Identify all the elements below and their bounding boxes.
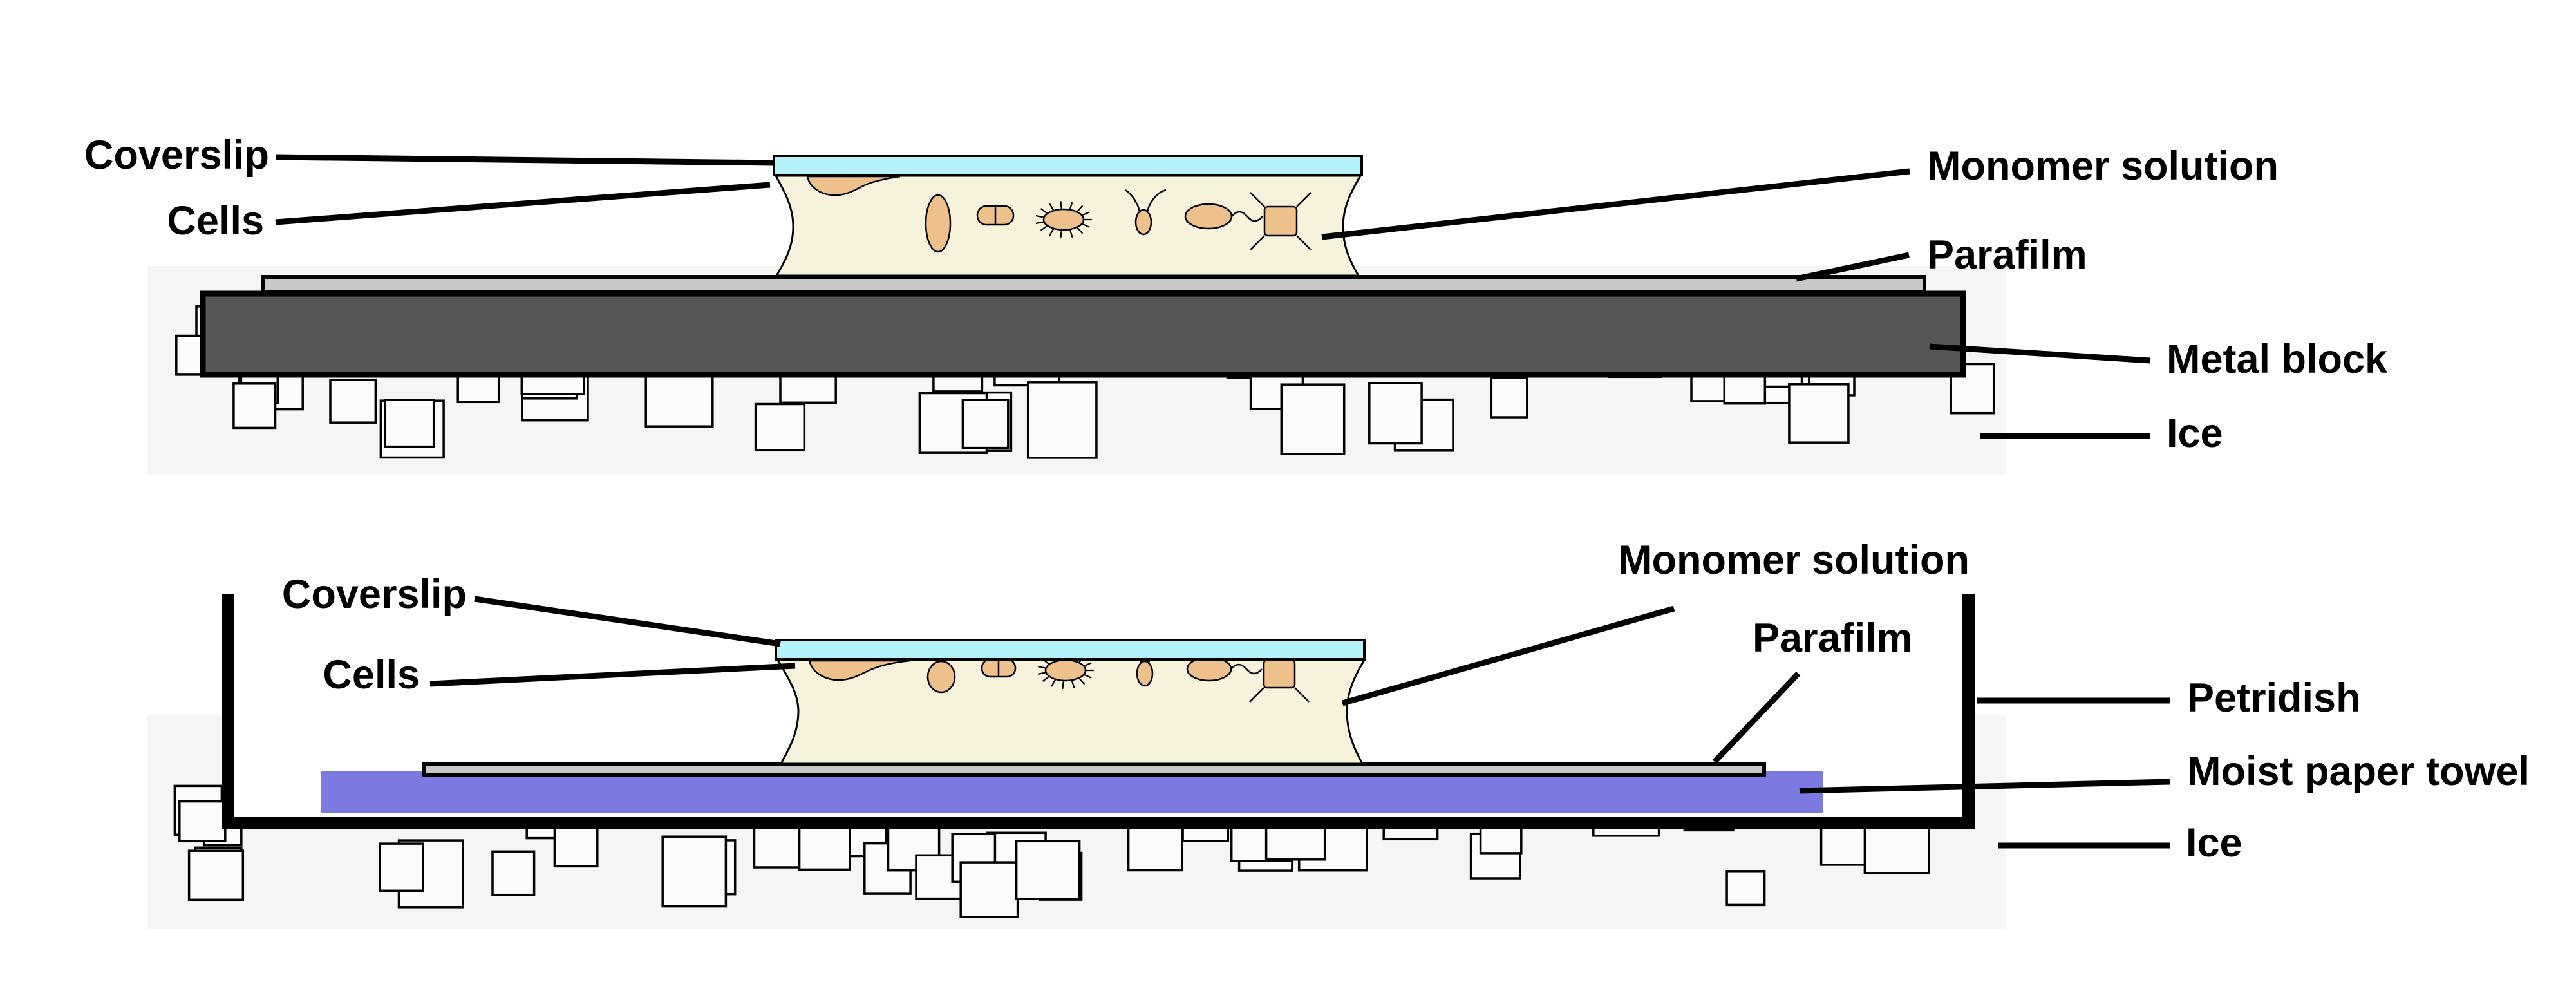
label-monomer-solution-top: Monomer solution [1927,144,2279,189]
leader-monomer-solution [1341,605,1675,706]
parafilm-sheet-bottom [422,762,1766,777]
coverslip-top [773,155,1363,176]
ice-cube-icon [187,849,245,902]
cilium-icon [1035,214,1044,218]
cilium-icon [1040,208,1048,214]
label-monomer-solution-bottom: Monomer solution [1618,538,1970,583]
leader-parafilm [1796,252,1910,282]
ice-cube-icon [1788,383,1850,444]
cilium-icon [1037,665,1046,669]
cilium-icon [1081,223,1090,228]
cilium-icon [1060,229,1062,238]
cell-ciliate-icon [1042,208,1085,231]
cell-flagellate-icon [1184,203,1263,230]
parafilm-sheet-top [261,275,1926,294]
cells-bottom [808,641,1310,703]
cilium-icon [1071,679,1075,688]
leader-parafilm [1712,671,1801,764]
cilium-icon [1069,229,1073,238]
cilium-icon [1078,677,1086,685]
label-cells-bottom: Cells [323,652,420,698]
cell-rod-icon [925,194,952,253]
metal-block [200,290,1966,378]
ice-cube-icon [1026,381,1098,459]
cilium-icon [1083,674,1092,679]
cilium-icon [1040,225,1048,231]
label-moist-paper-towel: Moist paper towel [2187,749,2530,795]
cilium-icon [1051,679,1057,687]
ice-cube-icon [329,379,377,424]
leader-moist-paper-towel [1799,779,2170,794]
leader-monomer-solution [1321,168,1910,240]
cilium-icon [1049,228,1055,236]
cell-antennae-icon [1125,189,1167,236]
leader-metal-block [1929,343,2151,364]
leader-lines-top [275,154,2151,439]
label-ice-top: Ice [2167,411,2223,457]
cilium-icon [1037,672,1046,675]
ice-cube-icon [661,835,728,908]
cilium-icon [1081,211,1090,216]
label-coverslip-top: Coverslip [84,133,269,178]
cell-spiky-square-icon [1250,192,1312,250]
ice-cube-icon [1280,383,1346,455]
ice-cube-icon [1490,376,1528,419]
ice-cube-icon [178,800,227,843]
ice-cube-icon [961,399,1010,449]
ice-cube-icon [798,824,851,871]
cell-ciliate-icon [1044,659,1087,682]
label-petridish: Petridish [2187,675,2361,721]
cilium-icon [1035,221,1044,225]
label-parafilm-bottom: Parafilm [1753,616,1913,661]
leader-cells [429,663,796,687]
cell-amoeba-icon [808,659,910,681]
diagram-petridish-setup [147,594,2170,929]
label-coverslip-bottom: Coverslip [281,572,467,618]
moist-paper-towel [321,771,1823,813]
ice-cube-icon [1015,840,1081,900]
coverslip-bottom [775,639,1366,661]
cell-diplococcus-icon [976,205,1015,226]
label-parafilm-top: Parafilm [1927,232,2087,278]
diagram-metal-block-setup [147,154,2151,475]
cells-top [806,175,1312,253]
ice-cube-icon [232,382,277,430]
cilium-icon [1042,675,1050,682]
label-metal-block: Metal block [2167,337,2388,382]
label-ice-bottom: Ice [2186,820,2242,866]
cilium-icon [1060,201,1062,210]
cilium-icon [1076,205,1084,212]
cell-round-icon [926,660,956,694]
ice-cube-icon [1368,382,1423,445]
ice-cube-icon [553,824,599,868]
cilium-icon [1049,203,1055,211]
cilium-icon [1076,227,1084,234]
ice-cube-icon [754,402,806,452]
leader-coverslip [275,154,775,166]
ice-cube-icon [1725,870,1766,907]
ice-cube-icon [384,399,435,448]
ice-cube-icon [491,850,536,896]
label-cells-top: Cells [167,198,264,244]
cilium-icon [1062,680,1064,689]
leader-coverslip [474,596,781,647]
ice-cube-icon [959,861,1019,918]
leader-cells [275,182,771,225]
ice-cube-icon [379,842,424,892]
cell-diplococcus-icon [981,658,1017,678]
cell-amoeba-icon [806,175,901,196]
leader-lines-bottom [429,596,2170,849]
cilium-icon [1069,202,1073,211]
cilium-icon [1083,662,1092,667]
monomer-solution-drop-bottom [776,659,1366,765]
